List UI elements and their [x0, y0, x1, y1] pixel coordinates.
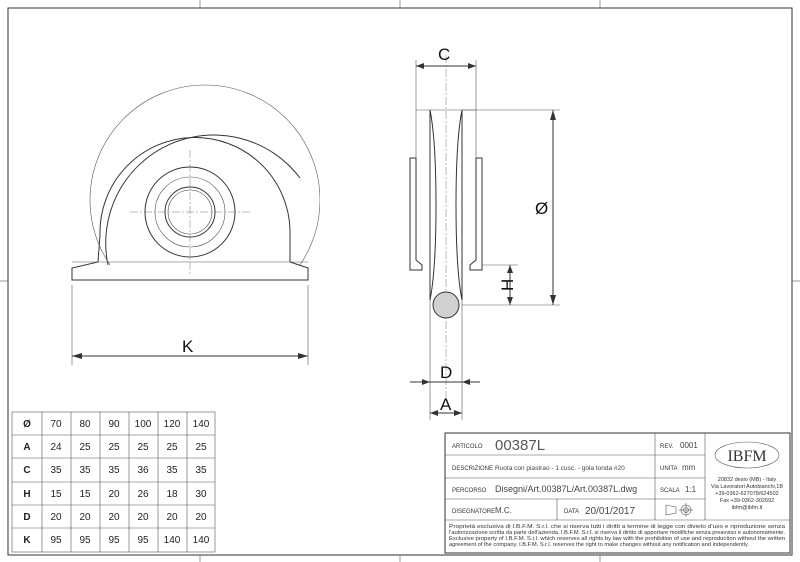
table-cell: 25: [195, 442, 207, 453]
table-cell: 20: [108, 489, 120, 500]
svg-text:UNITA: UNITA: [660, 466, 678, 472]
table-cell: 35: [195, 465, 207, 476]
svg-text:DISEGNATORE: DISEGNATORE: [452, 509, 495, 515]
table-row: A 24 25 25 25 25 25: [23, 442, 207, 453]
table-cell: 25: [137, 442, 149, 453]
table-cell: 25: [79, 442, 91, 453]
ibfm-logo: IBFM: [714, 441, 780, 469]
table-cell: 15: [79, 489, 91, 500]
svg-text:Disegni/Art.00387L/Art.00387L.: Disegni/Art.00387L/Art.00387L.dwg: [495, 484, 637, 494]
row-label: K: [23, 535, 31, 546]
row-label: C: [23, 465, 30, 476]
table-cell: 20: [108, 512, 120, 523]
svg-text:100: 100: [135, 419, 152, 430]
svg-text:80: 80: [79, 419, 91, 430]
svg-text:agreement of the company. I.B.: agreement of the company. I.B.F.M. S.r.l…: [449, 542, 749, 548]
table-cell: 35: [79, 465, 91, 476]
table-cell: 95: [137, 535, 149, 546]
table-row: D 20 20 20 20 20 20: [23, 512, 207, 523]
table-cell: 20: [137, 512, 149, 523]
svg-text:M.C.: M.C.: [495, 506, 512, 515]
svg-text:0001: 0001: [680, 441, 698, 450]
table-cell: 20: [166, 512, 178, 523]
table-cell: 25: [108, 442, 120, 453]
front-view: K: [71, 84, 320, 365]
svg-text:REV.: REV.: [660, 444, 674, 450]
table-row: C 35 35 35 36 35 35: [23, 465, 207, 476]
side-view: C Ø H D A: [409, 45, 560, 420]
svg-text:+39-0362-627078/624502: +39-0362-627078/624502: [715, 491, 778, 497]
table-cell: 26: [137, 489, 149, 500]
dimension-a-label: A: [440, 395, 452, 414]
svg-text:Proprietà esclusiva di I.B.F.M: Proprietà esclusiva di I.B.F.M. S.r.l. c…: [449, 524, 785, 530]
article-number: 00387L: [495, 437, 545, 454]
svg-text:20832 desio (MB) - Italy: 20832 desio (MB) - Italy: [718, 477, 777, 483]
svg-text:IBFM: IBFM: [727, 448, 766, 465]
row-label: H: [23, 489, 30, 500]
dimension-k-label: K: [182, 337, 194, 356]
table-cell: 140: [164, 535, 181, 546]
svg-text:Ø: Ø: [23, 419, 31, 430]
table-row: H 15 15 20 26 18 30: [23, 489, 207, 500]
table-cell: 35: [50, 465, 62, 476]
dimension-diameter-label: Ø: [535, 199, 548, 218]
table-cell: 20: [195, 512, 207, 523]
title-block: ARTICOLO 00387L REV. 0001 DESCRIZIONE Ru…: [444, 432, 791, 554]
svg-text:ibfm@ibfm.it: ibfm@ibfm.it: [732, 505, 763, 511]
svg-text:ARTICOLO: ARTICOLO: [452, 444, 483, 450]
dimension-c-label: C: [438, 45, 450, 64]
table-cell: 36: [137, 465, 149, 476]
svg-text:140: 140: [193, 419, 210, 430]
dimension-h-label: H: [498, 279, 517, 291]
table-row: K 95 95 95 95 140 140: [23, 535, 209, 546]
svg-text:70: 70: [50, 419, 62, 430]
table-cell: 25: [166, 442, 178, 453]
table-cell: 35: [166, 465, 178, 476]
svg-text:DESCRIZIONE: DESCRIZIONE: [452, 466, 493, 472]
svg-text:Ruota con piastrao - 1 cusc. -: Ruota con piastrao - 1 cusc. - gola tond…: [495, 465, 625, 472]
table-cell: 140: [193, 535, 210, 546]
table-header-row: Ø 70 80 90 100 120 140: [23, 419, 210, 430]
table-cell: 35: [108, 465, 120, 476]
svg-text:mm: mm: [682, 463, 696, 472]
projection-symbol-icon: [665, 503, 693, 517]
svg-text:90: 90: [108, 419, 120, 430]
svg-text:DATA: DATA: [564, 509, 579, 515]
svg-text:SCALA: SCALA: [660, 488, 680, 494]
table-cell: 95: [50, 535, 62, 546]
table-cell: 15: [50, 489, 62, 500]
dimension-table: Ø 70 80 90 100 120 140 A 24 25 25 25 25 25C 35 3…: [11, 411, 216, 553]
svg-text:20/01/2017: 20/01/2017: [585, 506, 635, 517]
svg-text:Via Lavoratori Autobianchi,1B: Via Lavoratori Autobianchi,1B: [711, 484, 783, 490]
svg-text:PERCORSO: PERCORSO: [452, 488, 487, 494]
svg-text:1:1: 1:1: [685, 485, 697, 494]
table-cell: 95: [79, 535, 91, 546]
row-label: D: [23, 512, 30, 523]
table-cell: 24: [50, 442, 62, 453]
svg-text:Fax +39-0362-302692: Fax +39-0362-302692: [720, 498, 774, 504]
row-label: A: [23, 442, 30, 453]
table-cell: 30: [195, 489, 207, 500]
svg-text:Exclusive property of I.B.F.M.: Exclusive property of I.B.F.M. S.r.l. wh…: [449, 536, 785, 542]
svg-text:l'autorizzazione scritta da pa: l'autorizzazione scritta da parte dell'a…: [449, 530, 785, 536]
drawing-frame: [7, 7, 793, 556]
table-cell: 20: [79, 512, 91, 523]
table-cell: 95: [108, 535, 120, 546]
table-cell: 20: [50, 512, 62, 523]
dimension-d-label: D: [440, 363, 452, 382]
table-cell: 18: [166, 489, 178, 500]
svg-text:120: 120: [164, 419, 181, 430]
